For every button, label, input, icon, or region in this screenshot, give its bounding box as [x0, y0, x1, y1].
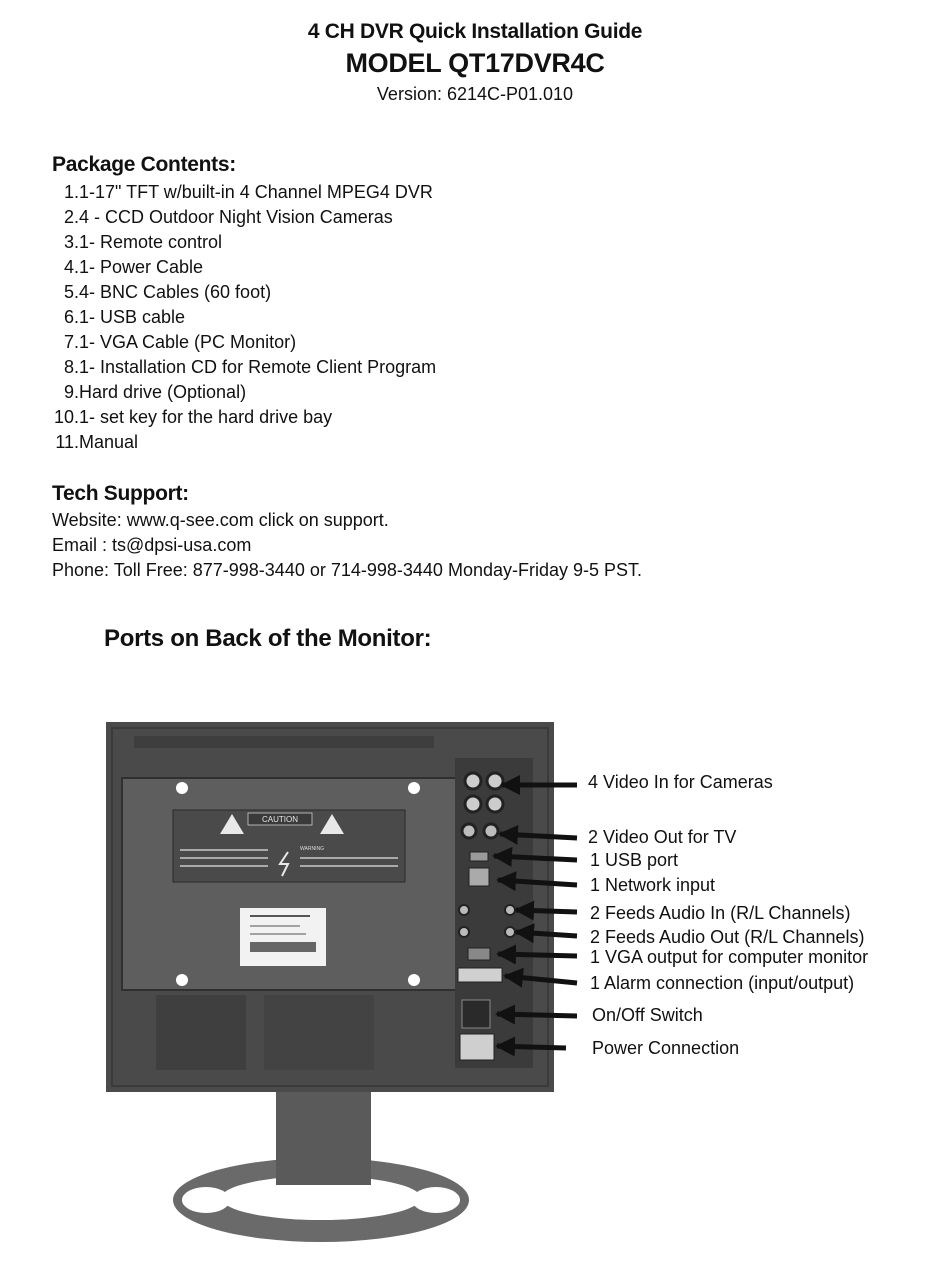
list-item: 5.4- BNC Cables (60 foot): [63, 282, 272, 302]
list-item: 9.Hard drive (Optional): [63, 382, 247, 402]
email-line: Email : ts@dpsi-usa.com: [52, 535, 252, 555]
phone-line: Phone: Toll Free: 877-998-3440 or 714-99…: [52, 560, 643, 580]
port-panel: [455, 758, 533, 1068]
version-text: Version: 6214C-P01.010: [376, 84, 574, 104]
label-video-out: 2 Video Out for TV: [588, 827, 737, 847]
list-item: 3.1- Remote control: [63, 232, 223, 252]
tech-support-block: Website: www.q-see.com click on support.…: [52, 508, 642, 583]
label-usb-port: 1 USB port: [590, 850, 679, 870]
list-item: 6.1- USB cable: [63, 307, 186, 327]
list-item: 10.1- set key for the hard drive bay: [53, 407, 333, 427]
callout-arrows: [492, 775, 578, 1057]
caution-text: CAUTION: [262, 815, 298, 824]
list-item: 4.1- Power Cable: [63, 257, 204, 277]
package-contents-list: 1.1-17" TFT w/built-in 4 Channel MPEG4 D…: [52, 180, 436, 455]
package-contents-heading: Package Contents:: [52, 153, 236, 176]
guide-title: 4 CH DVR Quick Installation Guide: [307, 20, 643, 43]
warning-text: WARNING: [300, 846, 324, 852]
label-power-connection: Power Connection: [592, 1038, 740, 1058]
model-title: MODEL QT17DVR4C: [345, 48, 605, 78]
label-network-input: 1 Network input: [590, 875, 716, 895]
document-header: 4 CH DVR Quick Installation Guide MODEL …: [0, 18, 950, 106]
tech-support-heading: Tech Support:: [52, 482, 189, 505]
monitor-diagram: CAUTION WARNING: [0, 700, 950, 1260]
label-vga-output: 1 VGA output for computer monitor: [590, 947, 869, 967]
ports-heading: Ports on Back of the Monitor:: [104, 625, 432, 652]
list-item: 1.1-17" TFT w/built-in 4 Channel MPEG4 D…: [63, 182, 433, 202]
label-alarm-connection: 1 Alarm connection (input/output): [590, 973, 855, 993]
product-sticker: [240, 908, 326, 966]
monitor-stand: [173, 1085, 469, 1242]
list-item: 2.4 - CCD Outdoor Night Vision Cameras: [63, 207, 393, 227]
monitor-back-photo: CAUTION WARNING: [106, 722, 578, 1242]
vesa-plate: CAUTION WARNING: [121, 777, 457, 991]
label-audio-in: 2 Feeds Audio In (R/L Channels): [590, 903, 851, 923]
list-item: 7.1- VGA Cable (PC Monitor): [63, 332, 297, 352]
website-line: Website: www.q-see.com click on support.: [52, 510, 389, 530]
label-audio-out: 2 Feeds Audio Out (R/L Channels): [590, 927, 865, 947]
list-item: 8.1- Installation CD for Remote Client P…: [63, 357, 437, 377]
label-on-off-switch: On/Off Switch: [592, 1005, 703, 1025]
list-item: 11.Manual: [55, 432, 139, 452]
label-video-in: 4 Video In for Cameras: [588, 772, 773, 792]
